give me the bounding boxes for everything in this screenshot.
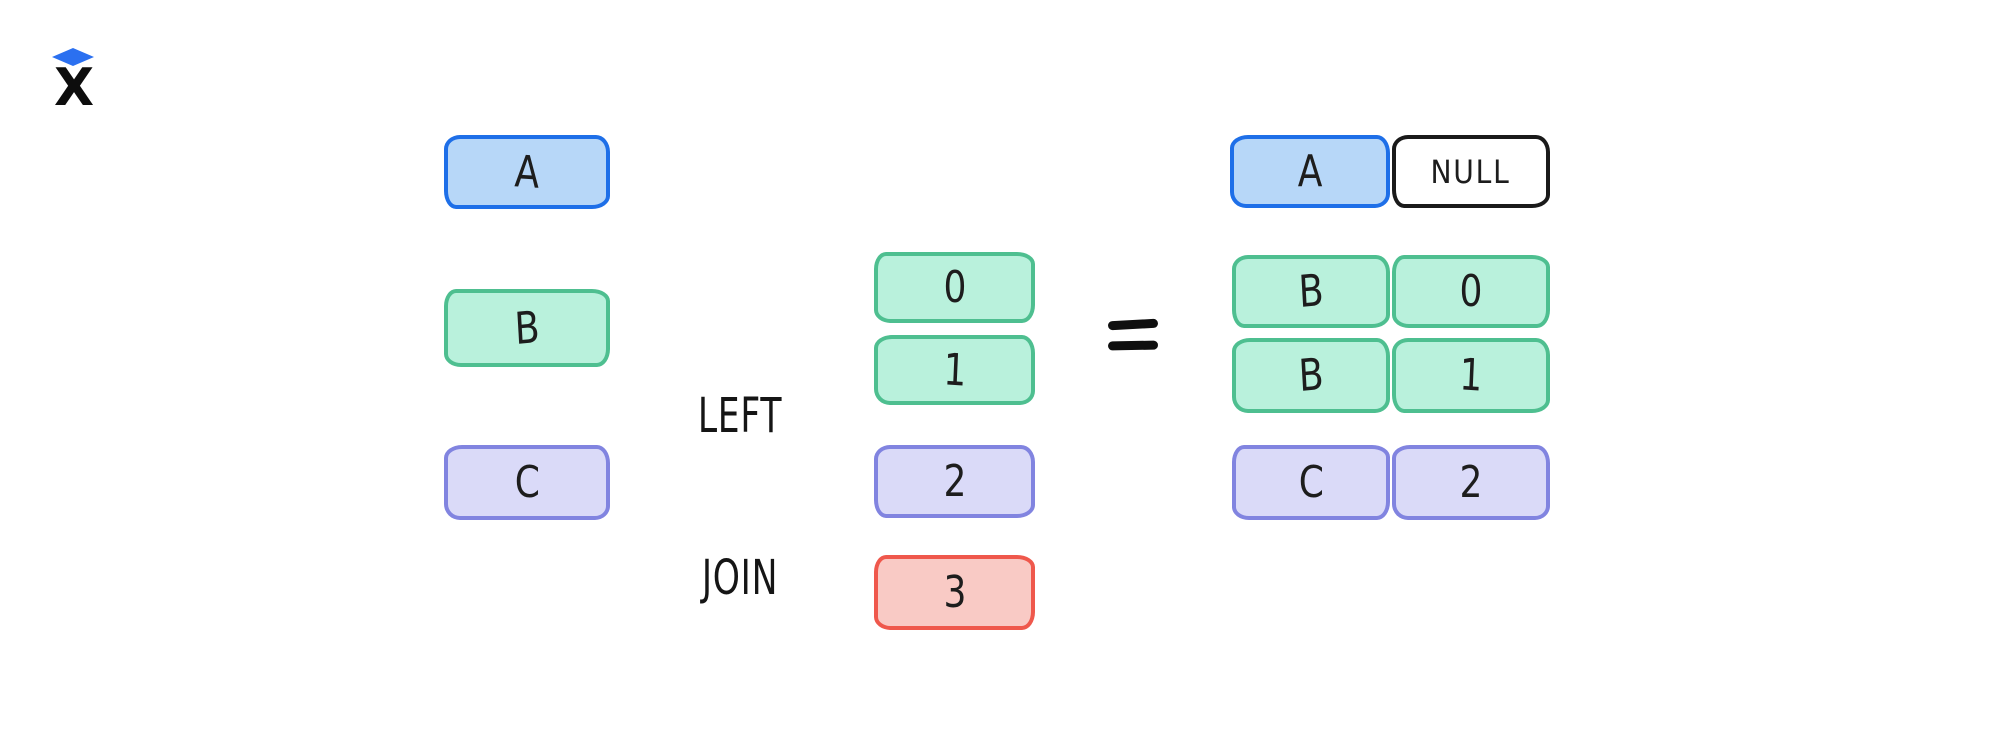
cell-label: 2 [943, 456, 966, 507]
cell-label: 1 [941, 343, 968, 397]
right-table-cell-2: 2 [874, 445, 1035, 518]
result-row1-key-cell: A [1230, 135, 1390, 208]
cell-label: 2 [1459, 457, 1483, 508]
cell-label: NULL [1430, 152, 1512, 191]
cell-label: A [513, 145, 541, 199]
logo: X [50, 48, 96, 118]
cell-label: B [1297, 265, 1325, 318]
equals-top-bar [1107, 318, 1159, 331]
result-row2-value-cell: 0 [1392, 255, 1550, 328]
cell-label: B [513, 301, 541, 355]
cell-label: C [514, 457, 540, 508]
right-table-cell-0: 0 [874, 252, 1035, 323]
result-row3-value-cell: 1 [1392, 338, 1550, 413]
cell-label: 1 [1458, 349, 1484, 402]
result-row1-value-cell: NULL [1392, 135, 1550, 208]
right-table-cell-3: 3 [874, 555, 1035, 630]
cell-label: B [1297, 349, 1325, 402]
right-table-cell-1: 1 [874, 335, 1035, 405]
cell-label: 0 [943, 262, 966, 313]
cell-label: A [1297, 146, 1323, 197]
result-row4-value-cell: 2 [1392, 445, 1550, 520]
cell-label: 3 [943, 567, 966, 618]
result-row4-key-cell: C [1232, 445, 1390, 520]
cell-label: 0 [1459, 266, 1483, 317]
cell-label: C [1298, 457, 1324, 508]
equals-sign [1107, 318, 1160, 354]
result-row2-key-cell: B [1232, 255, 1390, 328]
result-row3-key-cell: B [1232, 338, 1390, 413]
join-operator-label: LEFT JOIN [679, 281, 801, 713]
logo-letter: X [53, 58, 94, 118]
join-label-line1: LEFT [697, 388, 783, 444]
equals-bottom-bar [1107, 340, 1159, 351]
left-table-cell-c: C [444, 445, 610, 520]
logo-diamond-icon [52, 48, 94, 66]
join-label-line2: JOIN [701, 550, 779, 606]
left-table-cell-b: B [444, 289, 610, 367]
left-table-cell-a: A [444, 135, 610, 209]
